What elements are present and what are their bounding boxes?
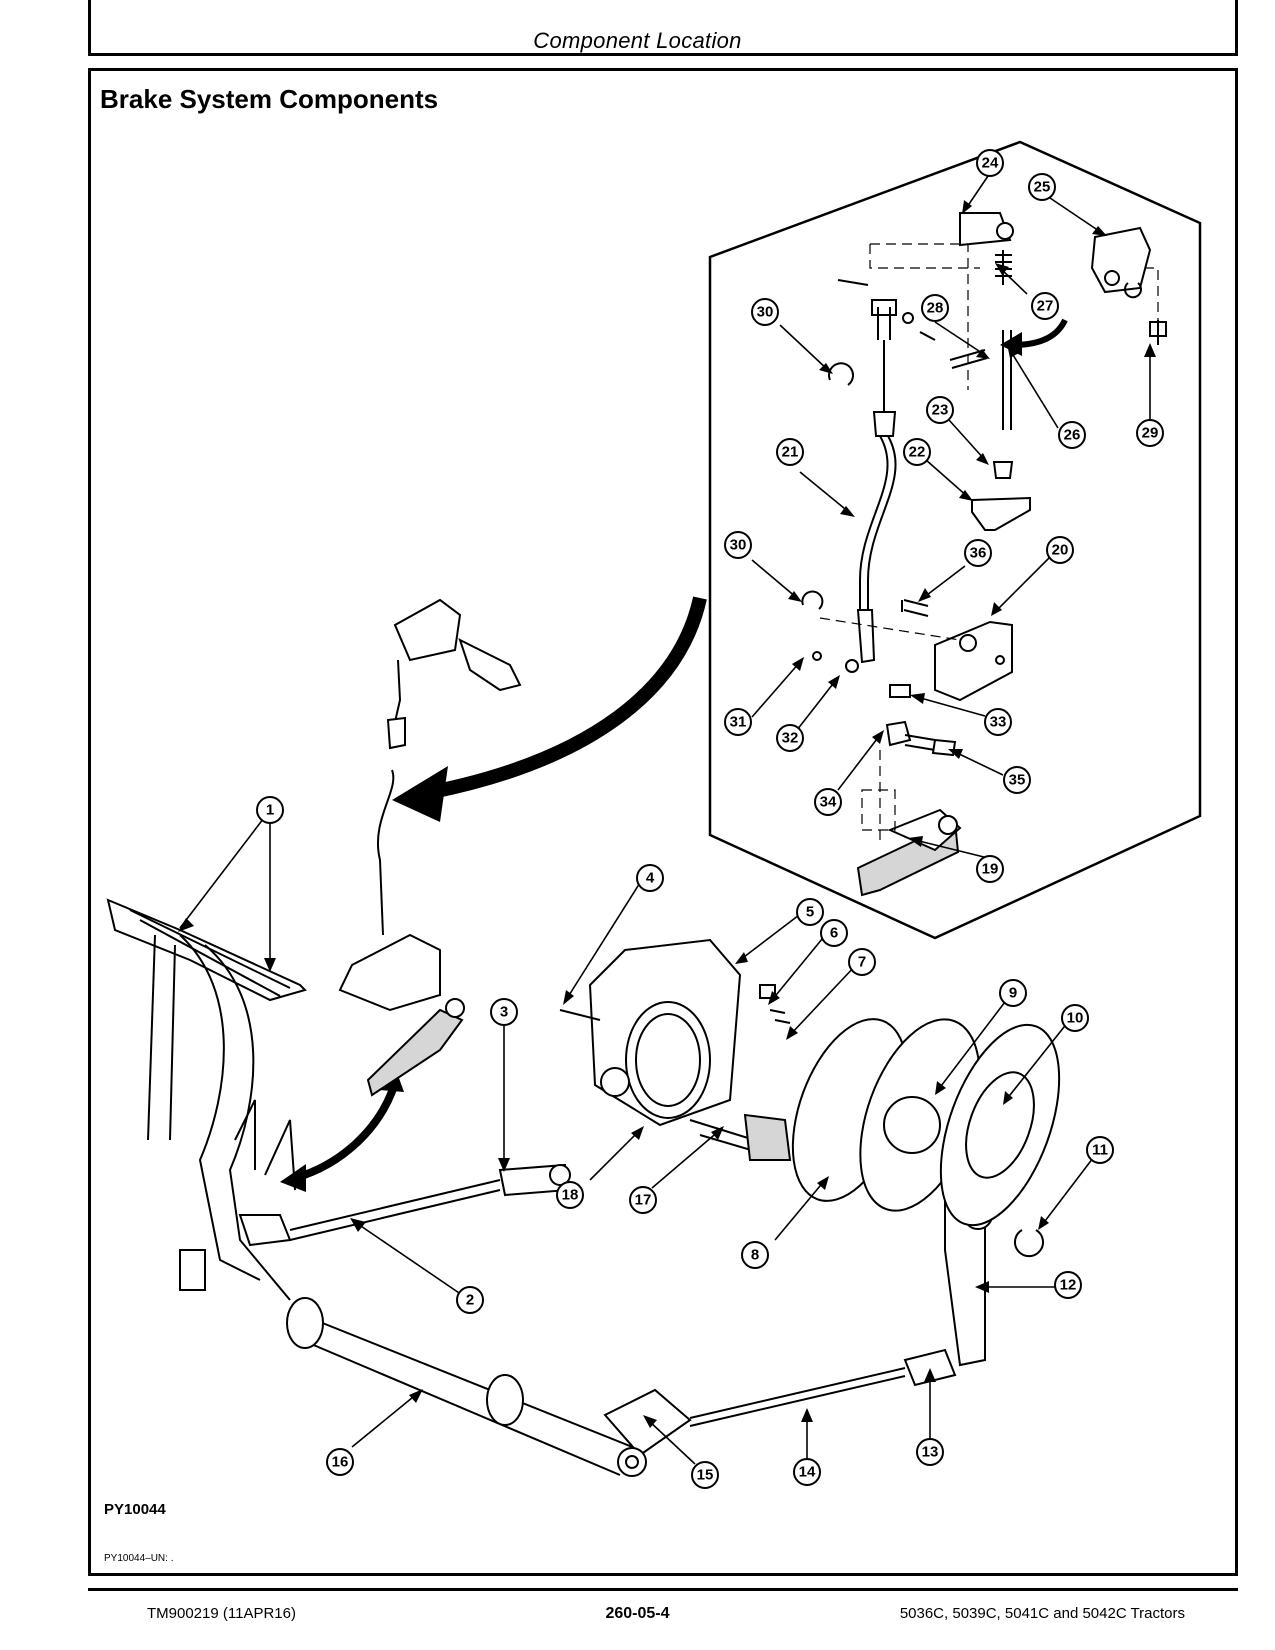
svg-text:17: 17 [635, 1192, 652, 1209]
svg-text:35: 35 [1009, 772, 1026, 789]
callout-3: 3 [490, 998, 518, 1026]
callout-4: 4 [636, 864, 664, 892]
section-title: Component Location [533, 28, 742, 53]
svg-text:25: 25 [1034, 179, 1051, 196]
svg-text:30: 30 [757, 304, 774, 321]
callout-31: 31 [724, 708, 752, 736]
callout-22: 22 [903, 438, 931, 466]
callout-25: 25 [1028, 173, 1056, 201]
svg-text:31: 31 [730, 714, 747, 731]
svg-text:20: 20 [1052, 542, 1069, 559]
svg-text:33: 33 [990, 714, 1007, 731]
svg-text:12: 12 [1060, 1277, 1077, 1294]
svg-text:11: 11 [1092, 1142, 1108, 1159]
svg-text:8: 8 [751, 1247, 759, 1264]
callout-21: 21 [776, 438, 804, 466]
svg-text:7: 7 [858, 954, 866, 971]
svg-text:27: 27 [1037, 298, 1054, 315]
callout-13: 13 [916, 1438, 944, 1466]
svg-text:23: 23 [932, 402, 949, 419]
svg-text:13: 13 [922, 1444, 939, 1461]
svg-text:24: 24 [982, 155, 999, 172]
callout-29: 29 [1136, 419, 1164, 447]
svg-text:5: 5 [806, 904, 814, 921]
svg-text:14: 14 [799, 1464, 816, 1481]
svg-text:6: 6 [830, 925, 838, 942]
callout-35: 35 [1003, 766, 1031, 794]
callout-12: 12 [1054, 1271, 1082, 1299]
callout-6: 6 [820, 919, 848, 947]
svg-text:18: 18 [562, 1187, 579, 1204]
svg-text:28: 28 [927, 300, 944, 317]
svg-text:21: 21 [782, 444, 799, 461]
callout-11: 11 [1086, 1136, 1114, 1164]
callout-36: 36 [964, 539, 992, 567]
inset-panel [708, 140, 1202, 940]
svg-text:4: 4 [646, 870, 655, 887]
footer-rule [88, 1588, 1238, 1591]
svg-text:26: 26 [1064, 427, 1081, 444]
callout-28: 28 [921, 294, 949, 322]
svg-text:16: 16 [332, 1454, 349, 1471]
svg-text:30: 30 [730, 537, 747, 554]
callout-30-upper: 30 [751, 298, 779, 326]
svg-text:22: 22 [909, 444, 926, 461]
svg-text:3: 3 [500, 1004, 508, 1021]
callout-15: 15 [691, 1461, 719, 1489]
svg-text:15: 15 [697, 1467, 714, 1484]
callout-9: 9 [999, 979, 1027, 1007]
callout-30-lower: 30 [724, 531, 752, 559]
callout-17: 17 [629, 1186, 657, 1214]
callout-10: 10 [1061, 1004, 1089, 1032]
figure-id: PY10044 [104, 1501, 166, 1518]
svg-text:29: 29 [1142, 425, 1159, 442]
callout-23: 23 [926, 396, 954, 424]
callout-33: 33 [984, 708, 1012, 736]
footer-manual-id: TM900219 (11APR16) [147, 1605, 296, 1622]
svg-text:10: 10 [1067, 1010, 1084, 1027]
callout-2: 2 [456, 1286, 484, 1314]
main-assembly [106, 598, 1061, 1477]
callout-27: 27 [1031, 292, 1059, 320]
callout-8: 8 [741, 1241, 769, 1269]
inset-parts [801, 212, 1167, 897]
callout-5: 5 [796, 898, 824, 926]
callout-14: 14 [793, 1458, 821, 1486]
figure-title: Brake System Components [100, 84, 439, 114]
callout-34: 34 [814, 788, 842, 816]
callout-20: 20 [1046, 536, 1074, 564]
figure-caption: PY10044–UN: . [104, 1553, 174, 1564]
callout-1: 1 [256, 796, 284, 824]
footer-page-number: 260-05-4 [605, 1605, 670, 1622]
callout-26: 26 [1058, 421, 1086, 449]
svg-text:34: 34 [820, 794, 837, 811]
callout-16: 16 [326, 1448, 354, 1476]
callout-18: 18 [556, 1181, 584, 1209]
callout-24: 24 [976, 149, 1004, 177]
callout-32: 32 [776, 724, 804, 752]
header-frame [88, 0, 1238, 56]
leader-lines [178, 175, 1156, 1465]
callout-7: 7 [848, 948, 876, 976]
svg-text:9: 9 [1009, 985, 1017, 1002]
svg-text:32: 32 [782, 730, 799, 747]
svg-text:2: 2 [466, 1292, 474, 1309]
svg-text:19: 19 [982, 861, 999, 878]
footer-model-list: 5036C, 5039C, 5041C and 5042C Tractors [899, 1605, 1185, 1622]
svg-text:1: 1 [266, 802, 274, 819]
figure-frame [88, 68, 1238, 1576]
callout-19: 19 [976, 855, 1004, 883]
inset-pointer-arrow [430, 596, 707, 799]
svg-text:36: 36 [970, 545, 987, 562]
